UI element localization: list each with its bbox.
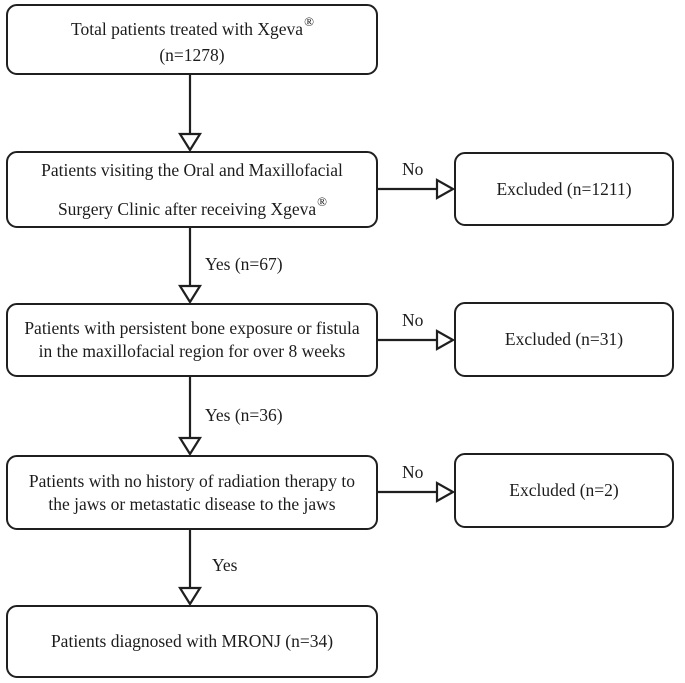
registered-trademark-icon: ®: [304, 13, 314, 29]
box-clinic-visit-line1: Patients visiting the Oral and Maxillofa…: [41, 160, 343, 181]
box-excluded-2: Excluded (n=31): [454, 302, 674, 377]
label-yes-1: Yes (n=67): [205, 254, 283, 274]
box-no-radiation-history-line2: the jaws or metastatic disease to the ja…: [48, 493, 336, 514]
box-clinic-visit-line2: Surgery Clinic after receiving Xgeva®: [57, 194, 328, 219]
box-excluded-1: Excluded (n=1211): [454, 152, 674, 226]
box-total-patients-line2: (n=1278): [159, 45, 225, 66]
box-excluded-2-label: Excluded (n=31): [504, 329, 624, 349]
label-no-2: No: [402, 310, 424, 330]
box-total-patients-line1: Total patients treated with Xgeva®: [71, 13, 314, 39]
arrowhead-down-2: [178, 284, 202, 305]
box-bone-exposure-line1: Patients with persistent bone exposure o…: [24, 318, 360, 338]
box-mronj-diagnosed-line1: Patients diagnosed with MRONJ (n=34): [50, 631, 334, 651]
box-total-patients: Total patients treated with Xgeva® (n=12…: [6, 4, 378, 75]
label-yes-2: Yes (n=36): [205, 405, 283, 425]
box-bone-exposure-line2: in the maxillofacial region for over 8 w…: [38, 341, 346, 361]
box-mronj-diagnosed: Patients diagnosed with MRONJ (n=34): [6, 605, 378, 678]
label-yes-3: Yes: [212, 555, 238, 575]
box-bone-exposure: Patients with persistent bone exposure o…: [6, 303, 378, 377]
arrowhead-down-4: [178, 586, 202, 607]
box-excluded-1-label: Excluded (n=1211): [496, 178, 632, 199]
arrowhead-down-3: [178, 436, 202, 457]
box-clinic-visit: Patients visiting the Oral and Maxillofa…: [6, 151, 378, 228]
box-excluded-3-label: Excluded (n=2): [509, 480, 619, 500]
box-excluded-3: Excluded (n=2): [454, 453, 674, 528]
label-no-1: No: [402, 159, 424, 179]
registered-trademark-icon: ®: [317, 194, 328, 210]
label-no-3: No: [402, 462, 424, 482]
arrowhead-down-1: [178, 132, 202, 153]
arrowhead-right-3: [435, 481, 456, 503]
arrowhead-right-2: [435, 329, 456, 351]
box-no-radiation-history: Patients with no history of radiation th…: [6, 455, 378, 530]
box-no-radiation-history-line1: Patients with no history of radiation th…: [28, 470, 356, 491]
arrowhead-right-1: [435, 178, 456, 200]
